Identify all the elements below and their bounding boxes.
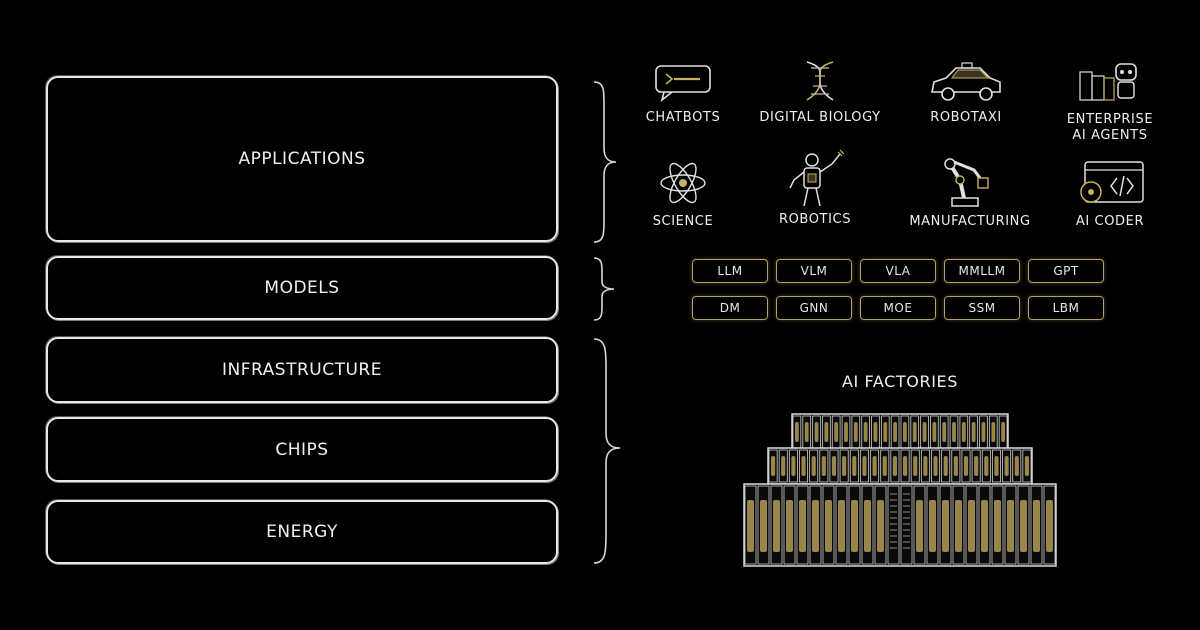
model-chip-gnn: GNN xyxy=(776,296,852,320)
chat-bubble-icon xyxy=(655,65,711,103)
car-icon xyxy=(931,62,1001,101)
model-chip-ssm: SSM xyxy=(944,296,1020,320)
dna-icon xyxy=(806,61,834,101)
app-label: AI CODER xyxy=(1075,214,1145,229)
app-ai-coder: AI CODER xyxy=(1040,158,1180,230)
app-chatbots: CHATBOTS xyxy=(613,62,753,126)
model-chip-mmllm: MMLLM xyxy=(944,259,1020,283)
app-label: ROBOTAXI xyxy=(930,110,1002,125)
layer-infrastructure: INFRASTRUCTURE xyxy=(46,337,558,403)
factory-title: AI FACTORIES xyxy=(842,372,958,391)
model-chip-lbm: LBM xyxy=(1028,296,1104,320)
app-robotaxi: ROBOTAXI xyxy=(896,60,1036,126)
layer-applications: APPLICATIONS xyxy=(46,76,558,242)
app-label: ENTERPRISE AI AGENTS xyxy=(1066,112,1154,143)
server-racks-illustration xyxy=(743,413,1057,567)
app-label: MANUFACTURING xyxy=(909,214,1031,229)
brace-infrastructure xyxy=(593,338,621,564)
app-digital-biology: DIGITAL BIOLOGY xyxy=(750,58,890,126)
model-chip-moe: MOE xyxy=(860,296,936,320)
rack-tier xyxy=(791,413,1009,451)
app-enterprise-ai-agents: ENTERPRISE AI AGENTS xyxy=(1040,58,1180,144)
layer-label: MODELS xyxy=(264,278,340,298)
rack-tier xyxy=(743,483,1057,567)
layer-label: APPLICATIONS xyxy=(238,149,366,169)
rack-tier xyxy=(767,447,1033,485)
layer-label: CHIPS xyxy=(275,439,329,460)
app-label: ROBOTICS xyxy=(778,212,852,227)
model-chip-vlm: VLM xyxy=(776,259,852,283)
brace-models xyxy=(593,257,615,321)
brace-applications xyxy=(593,81,617,243)
app-label: CHATBOTS xyxy=(645,110,721,125)
layer-models: MODELS xyxy=(46,256,558,320)
humanoid-robot-icon xyxy=(789,150,845,207)
model-chip-dm: DM xyxy=(692,296,768,320)
layer-chips: CHIPS xyxy=(46,417,558,482)
atom-icon xyxy=(660,162,706,204)
model-chip-gpt: GPT xyxy=(1028,259,1104,283)
app-robotics: ROBOTICS xyxy=(745,150,885,228)
agent-robot-icon xyxy=(1079,63,1137,101)
model-chip-llm: LLM xyxy=(692,259,768,283)
layer-energy: ENERGY xyxy=(46,500,558,564)
layer-label: INFRASTRUCTURE xyxy=(222,360,382,380)
app-label: DIGITAL BIOLOGY xyxy=(759,110,881,125)
model-chip-vla: VLA xyxy=(860,259,936,283)
code-window-icon xyxy=(1080,161,1144,203)
app-manufacturing: MANUFACTURING xyxy=(900,152,1040,230)
app-science: SCIENCE xyxy=(613,158,753,230)
layer-label: ENERGY xyxy=(266,522,338,542)
robot-arm-icon xyxy=(944,158,989,207)
app-label: SCIENCE xyxy=(652,214,714,229)
